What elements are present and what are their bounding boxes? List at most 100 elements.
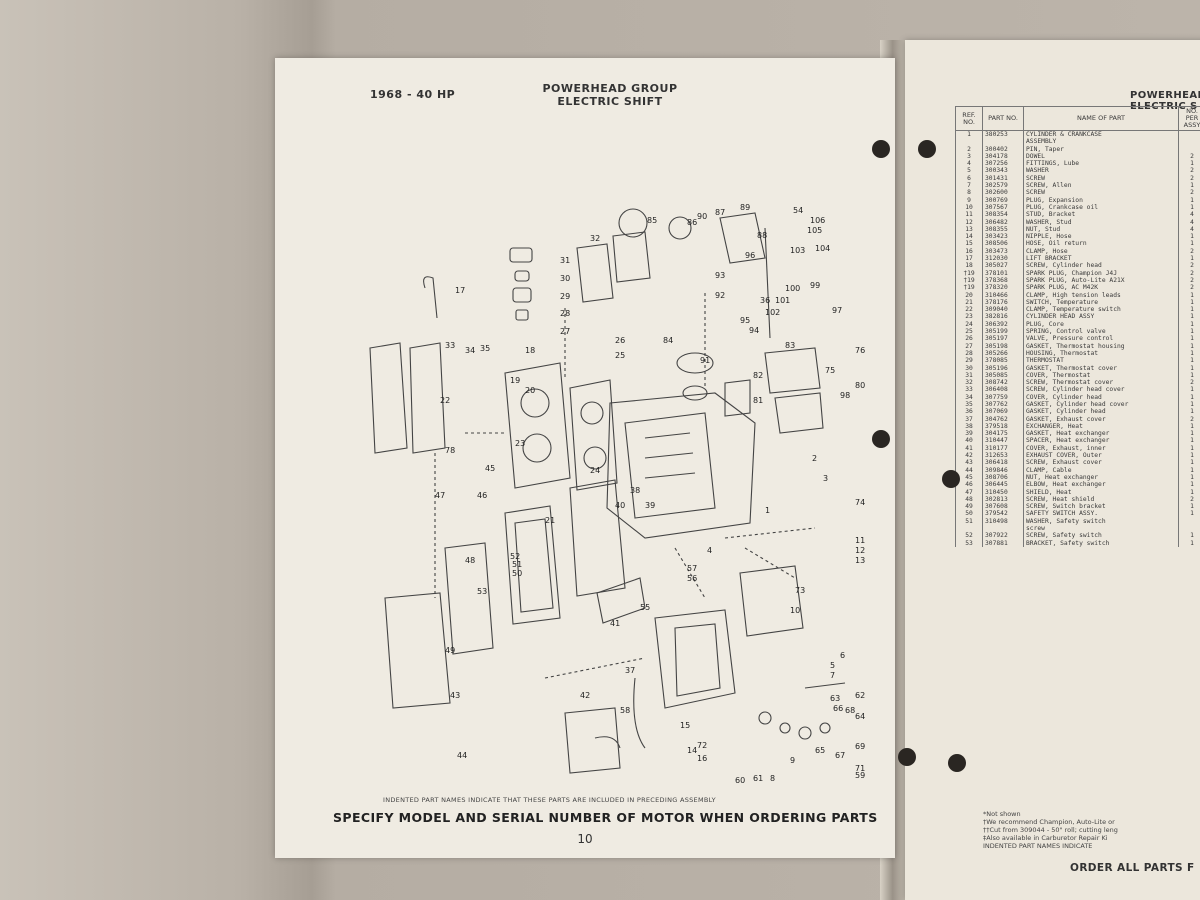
part-callout: 5 (830, 661, 835, 670)
qty-cell: 1 (1178, 539, 1200, 547)
note-line: INDENTED PART NAMES INDICATE (983, 842, 1093, 850)
bearing-housing (739, 565, 804, 637)
binder-hole (948, 754, 966, 772)
part-callout: 19 (510, 376, 520, 385)
part-callout: 3 (823, 474, 828, 483)
parts-table: REF. NO. PART NO. NAME OF PART NO. PER A… (955, 106, 1200, 547)
part-no-cell (982, 138, 1024, 146)
part-callout: 102 (765, 308, 780, 317)
part-no-cell: 307759 (982, 393, 1024, 401)
part-no-cell: 312653 (982, 452, 1024, 460)
part-callout: 75 (825, 366, 835, 375)
ref-no-cell: 41 (955, 444, 983, 453)
part-no-cell: 303473 (982, 247, 1024, 256)
part-no-cell: 305199 (982, 328, 1024, 336)
part-name-cell: SCREW, Cylinder head (1023, 262, 1179, 270)
qty-cell: 1 (1178, 357, 1200, 365)
right-header-line-1: POWERHEAD (1130, 90, 1200, 101)
part-callout: 65 (815, 746, 825, 755)
qty-cell: 1 (1178, 488, 1200, 496)
qty-cell: 1 (1178, 335, 1200, 343)
col-name: NAME OF PART (1023, 106, 1179, 131)
exhaust-gasket (444, 542, 494, 655)
part-callout: 57 (687, 564, 697, 573)
part-no-cell: 302813 (982, 495, 1024, 504)
part-callout: 80 (855, 381, 865, 390)
part-callout: 63 (830, 694, 840, 703)
ref-no-cell: 44 (955, 466, 983, 474)
part-name-cell: FITTINGS, Lube (1023, 160, 1179, 168)
part-name-cell: SCREW, Exhaust cover (1023, 459, 1179, 467)
part-callout: 18 (525, 346, 535, 355)
part-name-cell: HOUSING, Thermostat (1023, 349, 1179, 358)
part-name-cell: PLUG, Expansion (1023, 196, 1179, 204)
part-no-cell: 382816 (982, 313, 1024, 321)
part-callout: 23 (515, 439, 525, 448)
part-no-cell: 304175 (982, 430, 1024, 438)
qty-cell: 1 (1178, 306, 1200, 314)
part-callout: 47 (435, 491, 445, 500)
head-gasket (569, 379, 618, 491)
qty-cell: 4 (1178, 218, 1200, 226)
part-no-cell: 310498 (982, 517, 1024, 526)
note-line: ‡Also available in Carburetor Repair Ki (983, 834, 1108, 842)
col-qty: NO. PER ASSY (1178, 106, 1200, 131)
qty-cell: 1 (1178, 386, 1200, 394)
right-page-notes: *Not shown †We recommend Champion, Auto-… (983, 810, 1118, 850)
part-no-cell: 302579 (982, 182, 1024, 190)
part-callout: 104 (815, 244, 830, 253)
part-callout: 103 (790, 246, 805, 255)
part-name-cell: SCREW, Heat shield (1023, 495, 1179, 504)
part-name-cell: CLAMP, Hose (1023, 247, 1179, 256)
part-callout: 46 (477, 491, 487, 500)
ref-no-cell: 23 (955, 313, 983, 321)
part-callout: 43 (450, 691, 460, 700)
part-no-cell: 306418 (982, 459, 1024, 467)
part-name-cell: EXCHANGER, Heat (1023, 422, 1179, 431)
part-no-cell: 305085 (982, 371, 1024, 380)
part-callout: 105 (807, 226, 822, 235)
part-no-cell: 307256 (982, 160, 1024, 168)
part-no-cell (982, 525, 1024, 533)
ref-no-cell: 51 (955, 517, 983, 526)
qty-cell: 1 (1178, 510, 1200, 518)
ref-no-cell: 35 (955, 400, 983, 409)
part-no-cell: 312030 (982, 255, 1024, 263)
part-callout: 97 (832, 306, 842, 315)
crankcase-block (606, 392, 756, 539)
qty-cell: 1 (1178, 328, 1200, 336)
part-no-cell: 302600 (982, 189, 1024, 197)
qty-cell: 1 (1178, 532, 1200, 540)
part-callout: 55 (640, 603, 650, 612)
part-callout: 92 (715, 291, 725, 300)
ref-no-cell: 4 (955, 160, 983, 168)
part-name-cell: COVER, Cylinder head (1023, 393, 1179, 401)
part-no-cell: 305197 (982, 335, 1024, 343)
part-no-cell: 378176 (982, 298, 1024, 307)
qty-cell: 1 (1178, 240, 1200, 248)
ref-no-cell: 52 (955, 532, 983, 540)
qty-cell: 1 (1178, 400, 1200, 409)
qty-cell: 1 (1178, 233, 1200, 241)
qty-cell: 1 (1178, 452, 1200, 460)
table-row: screw (955, 525, 1200, 533)
part-name-cell: NUT, Stud (1023, 225, 1179, 234)
part-name-cell: NUT, Heat exchanger (1023, 473, 1179, 482)
part-callout: 86 (687, 218, 697, 227)
ref-no-cell: 48 (955, 495, 983, 504)
part-no-cell: 307922 (982, 532, 1024, 540)
part-name-cell: PLUG, Core (1023, 320, 1179, 329)
part-no-cell: 307762 (982, 400, 1024, 409)
